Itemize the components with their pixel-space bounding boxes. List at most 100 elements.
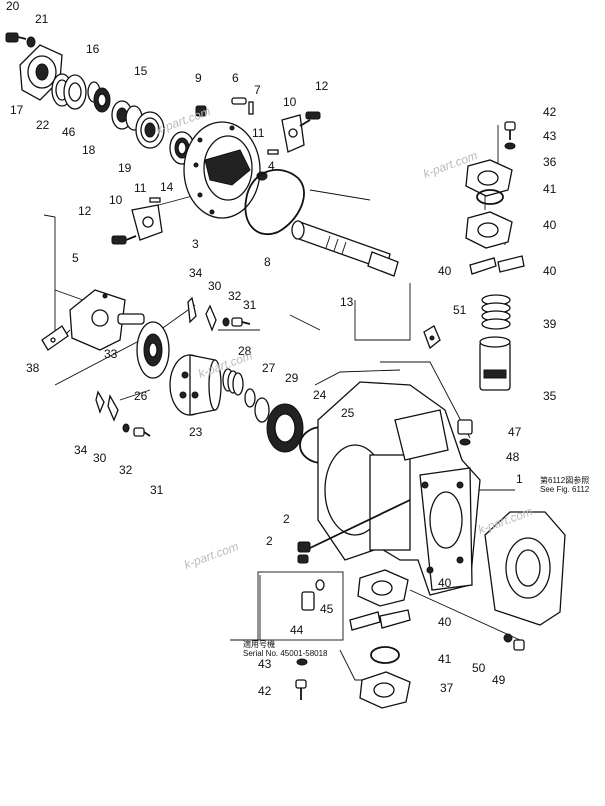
- callout-38: 38: [26, 361, 40, 375]
- part-42-bolt-lower: [295, 679, 307, 700]
- callout-18: 18: [82, 143, 96, 157]
- callout-30: 30: [208, 279, 222, 293]
- callout-3: 3: [192, 237, 199, 251]
- part-44-plug: [301, 591, 315, 611]
- callout-9: 9: [195, 71, 202, 85]
- part-37-flange: [359, 671, 411, 709]
- callout-40: 40: [543, 264, 557, 278]
- callout-50: 50: [472, 661, 486, 675]
- callout-1: 1: [516, 472, 523, 486]
- part-13-shaft: [291, 220, 399, 277]
- callout-5: 5: [72, 251, 79, 265]
- callout-42: 42: [258, 684, 272, 698]
- part-34-shoe-lower: [95, 390, 105, 414]
- callout-21: 21: [35, 12, 49, 26]
- serial-note-en: Serial No. 45001-58018: [243, 649, 328, 658]
- callout-40: 40: [438, 615, 452, 629]
- callout-7: 7: [254, 83, 261, 97]
- callout-43: 43: [258, 657, 272, 671]
- callout-22: 22: [36, 118, 50, 132]
- callout-33: 33: [104, 347, 118, 361]
- callout-4: 4: [268, 159, 275, 173]
- callout-40: 40: [438, 576, 452, 590]
- part-26-valve-plate: [136, 321, 170, 379]
- part-41-o-ring-upper: [476, 189, 504, 205]
- part-12-bolt-upper: [299, 111, 321, 127]
- part-2-bolt-long: [297, 499, 411, 553]
- part-32-washer-upper: [222, 317, 230, 327]
- part-1-housing: [317, 381, 481, 596]
- part-21-washer: [26, 36, 36, 48]
- serial-note-cn: 適用号機: [243, 639, 275, 649]
- part-40-clamp-right-upper: [497, 255, 525, 273]
- callout-48: 48: [506, 450, 520, 464]
- callout-41: 41: [543, 182, 557, 196]
- part-41-o-ring-lower: [370, 646, 400, 664]
- callout-11: 11: [252, 126, 265, 140]
- callout-26: 26: [134, 389, 148, 403]
- callout-40: 40: [543, 218, 557, 232]
- leader-lines: [43, 125, 521, 681]
- part-38-cover: [41, 325, 69, 351]
- callout-13: 13: [340, 295, 354, 309]
- fig-note-en: See Fig. 6112: [540, 485, 590, 494]
- part-30-shoe-lower: [107, 394, 119, 422]
- part-2-bolt-short: [297, 554, 309, 564]
- part-31-bolt-upper: [231, 317, 251, 327]
- part-10-cover-upper: [281, 114, 305, 153]
- part-11-pin-upper: [267, 149, 279, 155]
- callout-12: 12: [78, 204, 92, 218]
- part-27-ring: [244, 388, 256, 408]
- part-9-plug: [195, 105, 207, 117]
- callout-20: 20: [6, 0, 20, 13]
- part-33-pin: [117, 313, 145, 325]
- callout-42: 42: [543, 105, 557, 119]
- callout-14: 14: [160, 180, 174, 194]
- part-46-plate: [63, 74, 87, 110]
- callout-16: 16: [86, 42, 100, 56]
- part-40-flange-lower: [357, 569, 409, 607]
- part-45-o-ring: [315, 579, 325, 591]
- part-24-swash-plate: [266, 403, 304, 453]
- callout-32: 32: [119, 463, 133, 477]
- part-4-dowel: [256, 171, 268, 181]
- part-42-bolt-upper: [504, 121, 516, 140]
- callout-41: 41: [438, 652, 452, 666]
- callout-19: 19: [118, 161, 132, 175]
- callout-51: 51: [453, 303, 467, 317]
- part-3-front-case: [183, 121, 261, 219]
- part-31-bolt-lower: [133, 427, 151, 437]
- part-6-pin: [231, 97, 247, 105]
- part-23-cylinder-block: [169, 354, 222, 416]
- callout-49: 49: [492, 673, 506, 687]
- part-34-shoe-upper: [187, 296, 197, 324]
- callout-2: 2: [283, 512, 290, 526]
- callout-25: 25: [341, 406, 355, 420]
- callout-34: 34: [74, 443, 88, 457]
- callout-29: 29: [285, 371, 299, 385]
- watermark: k-part.com: [182, 539, 240, 572]
- part-47-plug: [457, 419, 473, 435]
- part-12-bolt-lower: [111, 235, 137, 245]
- part-32-washer-lower: [122, 423, 130, 433]
- callout-47: 47: [508, 425, 522, 439]
- part-50-o-ring: [503, 633, 513, 643]
- callout-11: 11: [134, 181, 147, 195]
- callout-46: 46: [62, 125, 76, 139]
- part-40-clamp-right-lower: [379, 609, 411, 629]
- part-40-clamp-left-upper: [469, 257, 497, 275]
- part-49-plug: [513, 639, 525, 651]
- callout-12: 12: [315, 79, 329, 93]
- part-36-flange: [465, 159, 513, 197]
- callout-44: 44: [290, 623, 304, 637]
- part-43-washer-upper: [504, 142, 516, 150]
- part-8-o-ring: [244, 169, 305, 235]
- part-40-flange-upper: [465, 211, 513, 249]
- part-29-ring: [254, 397, 270, 423]
- part-35-valve: [479, 336, 511, 391]
- part-43-washer-lower: [296, 658, 308, 666]
- part-18-seal: [93, 87, 111, 113]
- part-5-cover: [69, 289, 126, 351]
